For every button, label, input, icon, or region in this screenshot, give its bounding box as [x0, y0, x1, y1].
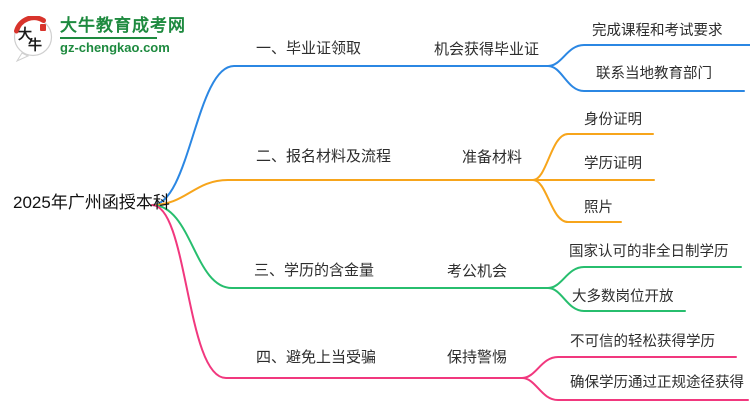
branch-3-leaf-1: 国家认可的非全日制学历: [569, 244, 729, 260]
branch-2-leaf-1: 身份证明: [584, 112, 642, 128]
branch-1-topic: 一、毕业证领取: [256, 40, 362, 57]
branch-2-leaf-2: 学历证明: [584, 156, 642, 172]
branch-2-main-line: [151, 179, 655, 206]
logo-char-niu: 牛: [28, 37, 42, 53]
branch-2-fork-down: [532, 179, 622, 223]
branch-2-fork-up: [532, 133, 654, 181]
logo-divider: [60, 37, 157, 39]
branch-1-subtopic: 机会获得毕业证: [434, 41, 540, 58]
branch-3-fork-down: [547, 287, 686, 312]
branch-4-fork-down: [521, 377, 749, 401]
branch-1-leaf-2: 联系当地教育部门: [596, 66, 712, 82]
branch-4-subtopic: 保持警惕: [447, 349, 508, 366]
logo-red-arc: [14, 16, 46, 34]
root-node: 2025年广州函授本科: [13, 193, 170, 212]
site-name: 大牛教育成考网: [60, 16, 186, 35]
branch-2-leaf-3: 照片: [584, 200, 613, 216]
branch-4-leaf-1: 不可信的轻松获得学历: [570, 334, 715, 350]
logo-char-da: 大: [18, 26, 32, 42]
branch-4-main-line: [151, 204, 523, 379]
branch-1-main-line: [151, 65, 549, 206]
branch-2-subtopic: 准备材料: [462, 149, 523, 166]
logo-seal: [40, 24, 46, 31]
branch-3-fork-up: [547, 266, 742, 289]
branch-1-leaf-1: 完成课程和考试要求: [592, 23, 723, 39]
branch-4-fork-up: [521, 356, 737, 379]
branch-2-topic: 二、报名材料及流程: [256, 148, 392, 165]
branch-3-main-line: [151, 204, 549, 289]
branch-3-leaf-2: 大多数岗位开放: [572, 289, 674, 305]
site-logo[interactable]: 大 牛 大牛教育成考网 gz-chengkao.com: [12, 16, 186, 62]
branch-4-topic: 四、避免上当受骗: [256, 349, 377, 366]
branch-4-leaf-2: 确保学历通过正规途径获得: [570, 375, 744, 391]
branch-3-topic: 三、学历的含金量: [254, 262, 375, 279]
logo-bubble-tail: [15, 52, 30, 62]
branch-1-fork-down: [547, 65, 745, 92]
branch-3-subtopic: 考公机会: [447, 263, 508, 280]
site-domain: gz-chengkao.com: [60, 40, 170, 55]
branch-1-fork-up: [547, 44, 750, 67]
logo-icon: 大 牛: [13, 16, 53, 62]
